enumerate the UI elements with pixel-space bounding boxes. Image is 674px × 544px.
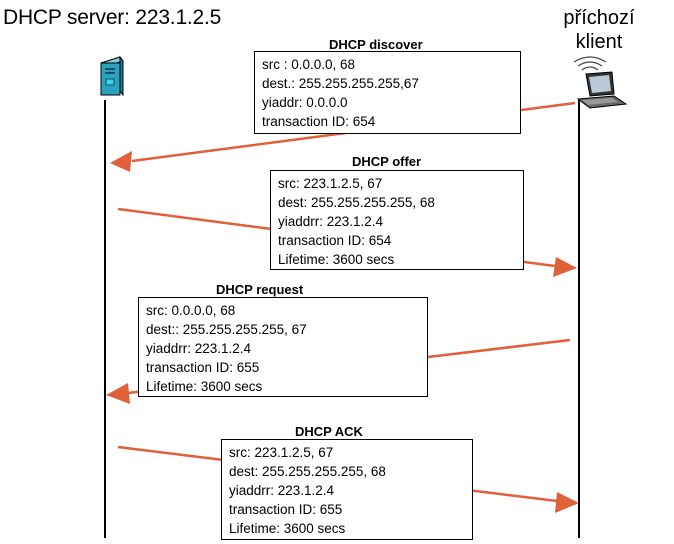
client-title-line1: příchozí: [563, 7, 635, 29]
discover-title: DHCP discover: [329, 37, 423, 52]
server-tower-icon: [100, 55, 124, 97]
request-line: Lifetime: 3600 secs: [146, 379, 263, 394]
client-title: příchozí klient: [560, 6, 638, 54]
laptop-wireless-icon: [573, 56, 628, 109]
request-line: transaction ID: 655: [146, 360, 260, 375]
offer-line: transaction ID: 654: [278, 233, 392, 248]
offer-line: src: 223.1.2.5, 67: [278, 176, 383, 191]
discover-line: dest.: 255.255.255.255,67: [262, 76, 419, 91]
offer-line: Lifetime: 3600 secs: [278, 252, 395, 267]
ack-title: DHCP ACK: [295, 424, 363, 439]
ack-line: transaction ID: 655: [229, 502, 343, 517]
request-line: yiaddrr: 223.1.2.4: [146, 341, 252, 356]
server-timeline: [104, 100, 106, 538]
request-title: DHCP request: [216, 282, 304, 297]
server-title: DHCP server: 223.1.2.5: [3, 6, 222, 29]
offer-box: src: 223.1.2.5, 67 dest: 255.255.255.255…: [270, 170, 524, 270]
request-box: src: 0.0.0.0, 68 dest:: 255.255.255.255,…: [138, 297, 428, 397]
discover-line: transaction ID: 654: [262, 114, 376, 129]
ack-line: Lifetime: 3600 secs: [229, 521, 346, 536]
ack-line: dest: 255.255.255.255, 68: [229, 464, 386, 479]
discover-line: src : 0.0.0.0, 68: [262, 57, 356, 72]
offer-line: yiaddrr: 223.1.2.4: [278, 214, 384, 229]
client-timeline: [578, 100, 580, 538]
ack-box: src: 223.1.2.5, 67 dest: 255.255.255.255…: [221, 439, 473, 540]
offer-line: dest: 255.255.255.255, 68: [278, 195, 435, 210]
request-line: src: 0.0.0.0, 68: [146, 303, 236, 318]
request-line: dest:: 255.255.255.255, 67: [146, 322, 307, 337]
discover-line: yiaddr: 0.0.0.0: [262, 95, 348, 110]
client-title-line2: klient: [575, 31, 623, 53]
ack-line: yiaddrr: 223.1.2.4: [229, 483, 335, 498]
discover-box: src : 0.0.0.0, 68 dest.: 255.255.255.255…: [254, 51, 521, 134]
ack-line: src: 223.1.2.5, 67: [229, 445, 334, 460]
offer-title: DHCP offer: [352, 154, 422, 169]
